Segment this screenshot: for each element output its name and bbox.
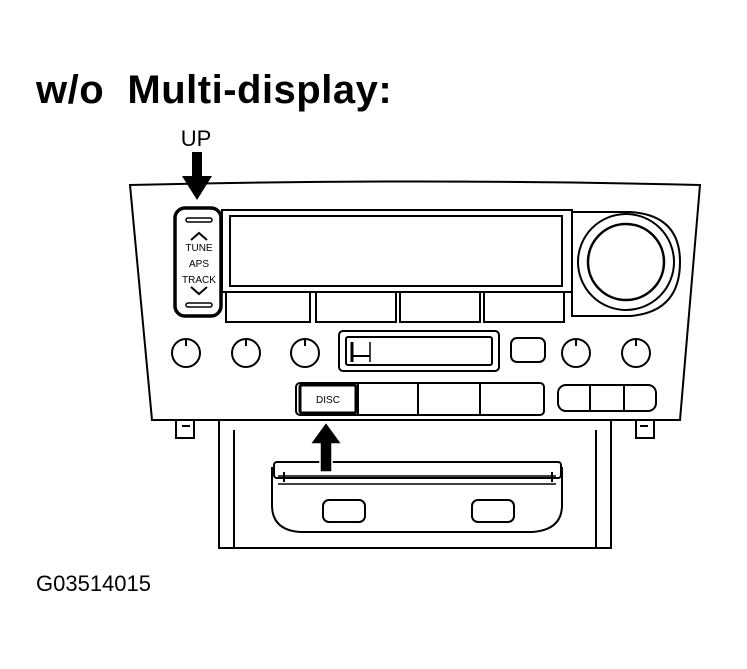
preset-button-4[interactable]: [483, 291, 565, 323]
eject-button[interactable]: [510, 337, 546, 363]
cd-changer-slot: [271, 461, 563, 533]
arrow-up-icon: [308, 420, 344, 473]
chevron-up-icon: [190, 231, 208, 241]
knob-5[interactable]: [621, 338, 651, 368]
preset-button-2[interactable]: [315, 291, 397, 323]
preset-button-row: [225, 291, 565, 323]
knob-3[interactable]: [290, 338, 320, 368]
knob-2[interactable]: [231, 338, 261, 368]
display-window: [221, 209, 573, 293]
track-label: TRACK: [182, 275, 216, 286]
changer-release-button-left[interactable]: [322, 499, 366, 523]
preset-button-1[interactable]: [225, 291, 311, 323]
figure-id: G03514015: [36, 571, 151, 596]
preset-button-3[interactable]: [399, 291, 481, 323]
up-callout-label: UP: [181, 126, 212, 151]
arrow-down-icon: [182, 152, 212, 200]
disc-label: DISC: [316, 395, 340, 406]
knob-row: [171, 338, 651, 368]
right-button-group: [557, 384, 657, 412]
knob-1[interactable]: [171, 338, 201, 368]
chevron-down-icon: [190, 286, 208, 296]
tune-label: TUNE: [185, 243, 213, 254]
aps-label: APS: [189, 259, 209, 270]
tune-track-switch[interactable]: TUNE APS TRACK: [173, 206, 223, 318]
disc-button-row: [295, 382, 545, 416]
disc-button[interactable]: DISC: [298, 383, 358, 415]
volume-knob[interactable]: [571, 211, 682, 317]
cassette-slot: [338, 330, 500, 372]
changer-release-button-right[interactable]: [471, 499, 515, 523]
diagram-title: w/o Multi-display:: [36, 68, 393, 112]
knob-4[interactable]: [561, 338, 591, 368]
